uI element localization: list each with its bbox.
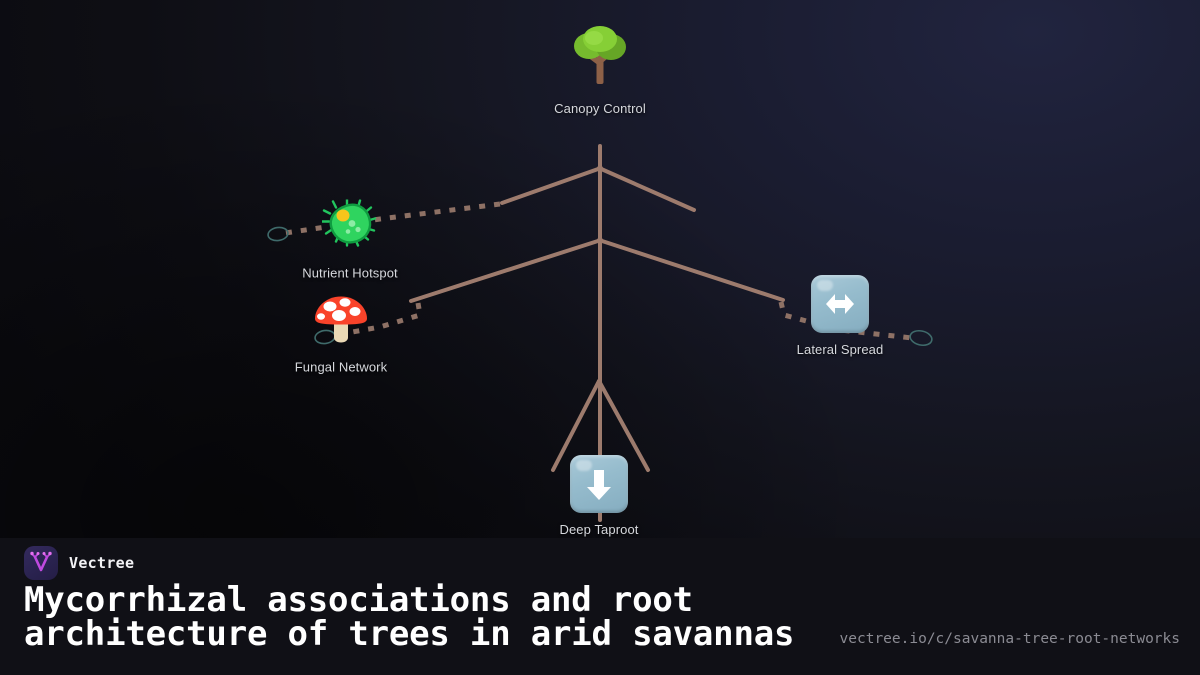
page-url[interactable]: vectree.io/c/savanna-tree-root-networks — [839, 631, 1180, 647]
left-right-arrow-icon — [811, 275, 869, 333]
endpoint-marker-lateral-spread — [909, 329, 933, 347]
root-lateral-upper-right — [597, 166, 696, 212]
tree-icon — [572, 26, 628, 92]
root-segments — [409, 144, 785, 522]
vectree-branch-logo-icon — [24, 546, 58, 580]
node-label-canopy-control: Canopy Control — [554, 101, 646, 116]
footer-bar: Vectree Mycorrhizal associations and roo… — [0, 538, 1200, 675]
brand[interactable]: Vectree — [24, 546, 134, 580]
down-arrow-icon — [570, 455, 628, 513]
root-lateral-lower-left — [409, 238, 603, 303]
root-taproot-fork-right — [597, 379, 650, 472]
root-lateral-lower-right — [597, 238, 785, 302]
node-nutrient-hotspot[interactable]: Nutrient Hotspot — [255, 197, 445, 281]
root-lateral-upper-left — [500, 166, 603, 205]
connector-nutrient-hotspot — [284, 201, 501, 236]
root-taproot-fork-left — [551, 379, 601, 472]
root-network-graph — [267, 144, 933, 522]
title-row: Mycorrhizal associations and root archit… — [24, 583, 1180, 651]
node-label-deep-taproot: Deep Taproot — [559, 522, 639, 537]
brand-name: Vectree — [69, 554, 135, 572]
microbe-icon — [320, 197, 378, 257]
endpoint-marker-nutrient-hotspot — [267, 226, 289, 242]
diagram-canvas[interactable]: Canopy Control — [0, 0, 1200, 538]
mushroom-icon — [312, 294, 370, 351]
node-canopy-control[interactable]: Canopy Control — [505, 26, 695, 116]
dotted-connectors — [284, 201, 913, 341]
node-label-fungal-network: Fungal Network — [294, 359, 388, 375]
node-fungal-network[interactable]: Fungal Network — [246, 294, 436, 375]
node-lateral-spread[interactable]: Lateral Spread — [745, 275, 935, 357]
node-deep-taproot[interactable]: Deep Taproot — [504, 455, 694, 537]
connector-fungal-network — [329, 302, 423, 339]
node-label-lateral-spread: Lateral Spread — [796, 342, 884, 357]
connector-lateral-spread — [778, 301, 913, 341]
node-label-nutrient-hotspot: Nutrient Hotspot — [302, 265, 398, 281]
page-title: Mycorrhizal associations and root archit… — [24, 580, 795, 654]
